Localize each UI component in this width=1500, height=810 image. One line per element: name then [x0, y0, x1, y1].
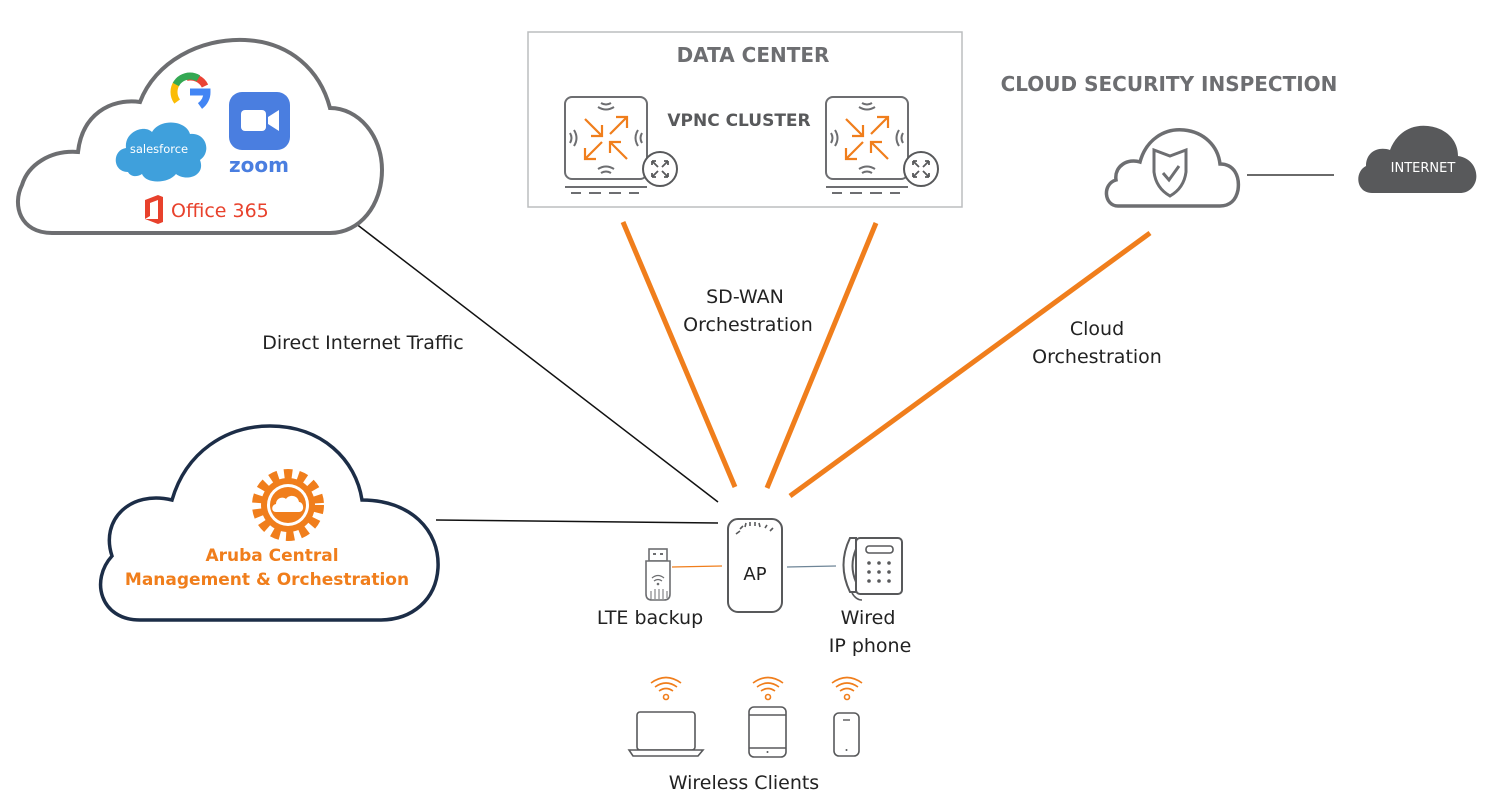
smartphone-client[interactable] — [831, 676, 863, 757]
wireless-clients-label: Wireless Clients — [669, 772, 819, 794]
data-center-title: DATA CENTER — [677, 43, 830, 67]
lte-backup-device[interactable]: LTE backup — [597, 548, 703, 629]
sdwan-link-1 — [620, 221, 738, 488]
access-point[interactable]: AP — [727, 518, 783, 613]
vpnc-node-1[interactable] — [564, 96, 678, 194]
lte-backup-label: LTE backup — [597, 607, 703, 629]
access-point-body — [727, 518, 783, 613]
connections — [354, 174, 1334, 568]
sdwan-label-line2: Orchestration — [683, 314, 813, 336]
internet-label: INTERNET — [1391, 161, 1456, 176]
aruba-central-cloud[interactable]: Aruba Central Management & Orchestration — [98, 424, 440, 622]
cloud-orchestration-label-line2: Orchestration — [1032, 346, 1162, 368]
saas-cloud: salesforce zoom Office 365 — [16, 37, 385, 235]
desk-phone-icon — [842, 537, 903, 601]
gear-cloud-icon — [252, 469, 324, 541]
vpnc-gateway-icon — [564, 96, 678, 194]
zoom-label: zoom — [229, 153, 289, 177]
ap-to-phone-link — [786, 565, 837, 568]
security-cloud-outline — [1104, 128, 1241, 208]
lte-to-ap-link — [671, 565, 723, 568]
sdwan-link-2 — [764, 222, 879, 489]
tablet-icon — [748, 706, 787, 758]
ip-phone-label-line1: Wired — [841, 607, 896, 629]
vpnc-gateway-icon — [825, 96, 939, 194]
laptop-icon — [627, 711, 705, 757]
salesforce-icon: salesforce — [115, 122, 207, 182]
vpnc-node-2[interactable] — [825, 96, 939, 194]
salesforce-label: salesforce — [130, 142, 188, 156]
ip-phone-label-line2: IP phone — [829, 635, 912, 657]
wifi-icon — [752, 676, 784, 701]
ap-led-ticks — [735, 522, 774, 535]
zoom-icon: zoom — [229, 92, 290, 177]
cloud-security-title: CLOUD SECURITY INSPECTION — [1001, 72, 1338, 96]
ip-phone-device[interactable]: Wired IP phone — [829, 537, 912, 657]
central-to-ap-link — [435, 519, 719, 524]
usb-modem-icon — [645, 548, 671, 601]
aruba-central-label-line2: Management & Orchestration — [125, 570, 409, 590]
aruba-central-label-line1: Aruba Central — [205, 546, 338, 566]
cloud-orchestration-link — [788, 230, 1152, 499]
tablet-client[interactable] — [748, 676, 787, 758]
wireless-clients: Wireless Clients — [627, 676, 863, 794]
direct-internet-traffic-label: Direct Internet Traffic — [262, 332, 464, 354]
office365-icon: Office 365 — [145, 195, 269, 224]
smartphone-icon — [833, 712, 860, 757]
internet-cloud-shape — [1358, 125, 1477, 193]
office365-label: Office 365 — [171, 200, 269, 222]
laptop-client[interactable] — [627, 676, 705, 757]
shield-check-icon — [1152, 147, 1188, 198]
internet-cloud[interactable]: INTERNET — [1358, 125, 1477, 193]
sdwan-label-line1: SD-WAN — [706, 286, 784, 308]
security-cloud[interactable] — [1104, 128, 1241, 208]
wifi-icon — [650, 676, 682, 701]
wifi-icon — [831, 676, 863, 701]
vpnc-cluster-label: VPNC CLUSTER — [667, 111, 810, 131]
cloud-orchestration-label-line1: Cloud — [1070, 318, 1124, 340]
direct-internet-link — [354, 222, 719, 503]
google-icon — [170, 72, 211, 113]
ap-label: AP — [743, 564, 766, 585]
